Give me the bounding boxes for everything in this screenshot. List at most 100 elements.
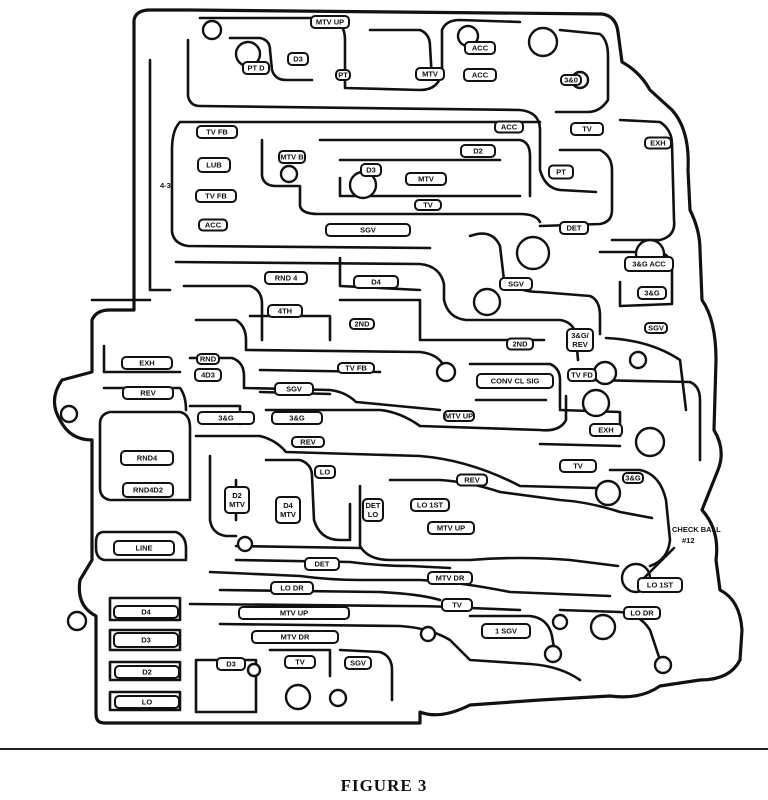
passage-label-text: TV [582,125,592,134]
passage-label-second-b: 2ND [506,337,534,351]
passage-label-text: 2ND [354,320,370,329]
passage-label-tv-right: TV [570,122,604,136]
port-hole [581,388,611,418]
passage-label-d3-left: 4D3 [194,368,222,382]
passage-label-sgv-mid: SGV [325,223,411,237]
passage-label-box [443,410,475,422]
passage-label-box [494,120,524,134]
passage-label-text: CONV CL SIG [491,377,540,386]
passage-label-text: DET [366,501,381,510]
passage-label-text: TV [573,462,583,471]
passage-label-box [463,68,497,82]
channel [170,120,542,250]
passage-label-text: PT D [247,64,265,73]
passage-label-text: 3&G ACC [632,260,666,269]
passage-label-rev-mid: REV [291,436,325,448]
passage-label-box [114,665,180,679]
passage-label-box [271,411,323,425]
channel [388,478,654,520]
passage-label-box [275,496,301,524]
passage-label-det: DET [559,221,589,235]
passage-label-box [291,436,325,448]
passage-label-box [270,581,314,595]
channel [194,318,448,372]
port-hole [589,613,617,641]
passage-label-box [120,450,174,466]
passage-label-rev-left: REV [122,386,174,400]
passage-label-text: PT [556,168,566,177]
passage-label-text: MTV DR [436,574,465,583]
passage-label-box [325,223,411,237]
label-4-3-side: 4-3 [160,181,171,190]
passage-label-box [589,423,623,437]
passage-label-tv-fb3: TV FB [337,362,375,374]
passage-label-text: REV [572,340,587,349]
passage-label-tv-b2: TV [284,655,316,669]
passage-label-gear-3-4-rev: 3&G/REV [566,328,594,352]
passage-label-box [637,286,667,300]
port-hole [246,662,262,678]
passage-label-box [314,465,336,479]
passage-label-box [506,337,534,351]
passage-label-box [456,473,488,487]
passage-label-text: MTV UP [437,524,465,533]
passage-label-box [344,656,372,670]
passage-label-text: 3&G/ [571,331,589,340]
passage-label-box [122,386,174,400]
passage-label-text: TV [295,658,305,667]
channel [610,118,676,242]
passage-label-text: RND4D2 [133,486,163,495]
passage-label-text: DET [567,224,582,233]
passage-label-gear-3-4-b: 3&G [637,286,667,300]
passage-label-box [284,655,316,669]
passage-label-box [360,163,382,177]
passage-label-rnd-a: RND [196,353,220,365]
passage-label-d4-mid: D4 [353,275,399,289]
passage-label-box [427,571,473,585]
passage-label-box [405,172,447,186]
passage-label-box [216,657,246,671]
channel [194,434,598,490]
passage-label-box [464,41,496,55]
passage-label-box [567,368,597,382]
channel [218,622,582,682]
passage-label-box [121,356,173,370]
channel [94,530,188,562]
passage-label-box [122,482,174,498]
passage-label-text: LO [368,510,379,519]
passage-label-box [310,15,350,29]
passage-label-box [264,271,308,285]
passage-label-text: TV FB [205,192,227,201]
passage-label-conv-cl-sig: CONV CL SIG [476,373,554,389]
passage-label-box [198,218,228,232]
passage-label-box [304,557,340,571]
passage-label-box [499,277,533,291]
channel [318,138,532,198]
passage-label-text: ACC [205,221,222,230]
passage-label-box [410,498,450,512]
passage-label-box [559,459,597,473]
passage-label-d2-low: D2 [114,665,180,679]
passage-label-text: MTV UP [316,18,344,27]
figure-rule [0,748,768,750]
passage-label-gear-3-4-acc: 3&G ACC [624,256,674,272]
channel [604,336,688,412]
passage-label-text: D2 [473,147,483,156]
passage-label-exh-right: EXH [644,136,672,150]
passage-label-box [238,606,350,620]
passage-label-box [196,353,220,365]
passage-label-text: 3&G [625,474,641,483]
passage-label-box [113,632,179,648]
passage-label-box [622,472,644,484]
port-hole [653,655,673,675]
passage-label-box [415,67,445,81]
passage-label-box [559,221,589,235]
passage-label-lube: LUB [197,157,231,173]
passage-label-line: LINE [113,540,175,556]
port-hole [515,235,551,271]
channel [264,394,568,432]
passage-label-second: 2ND [349,318,375,330]
